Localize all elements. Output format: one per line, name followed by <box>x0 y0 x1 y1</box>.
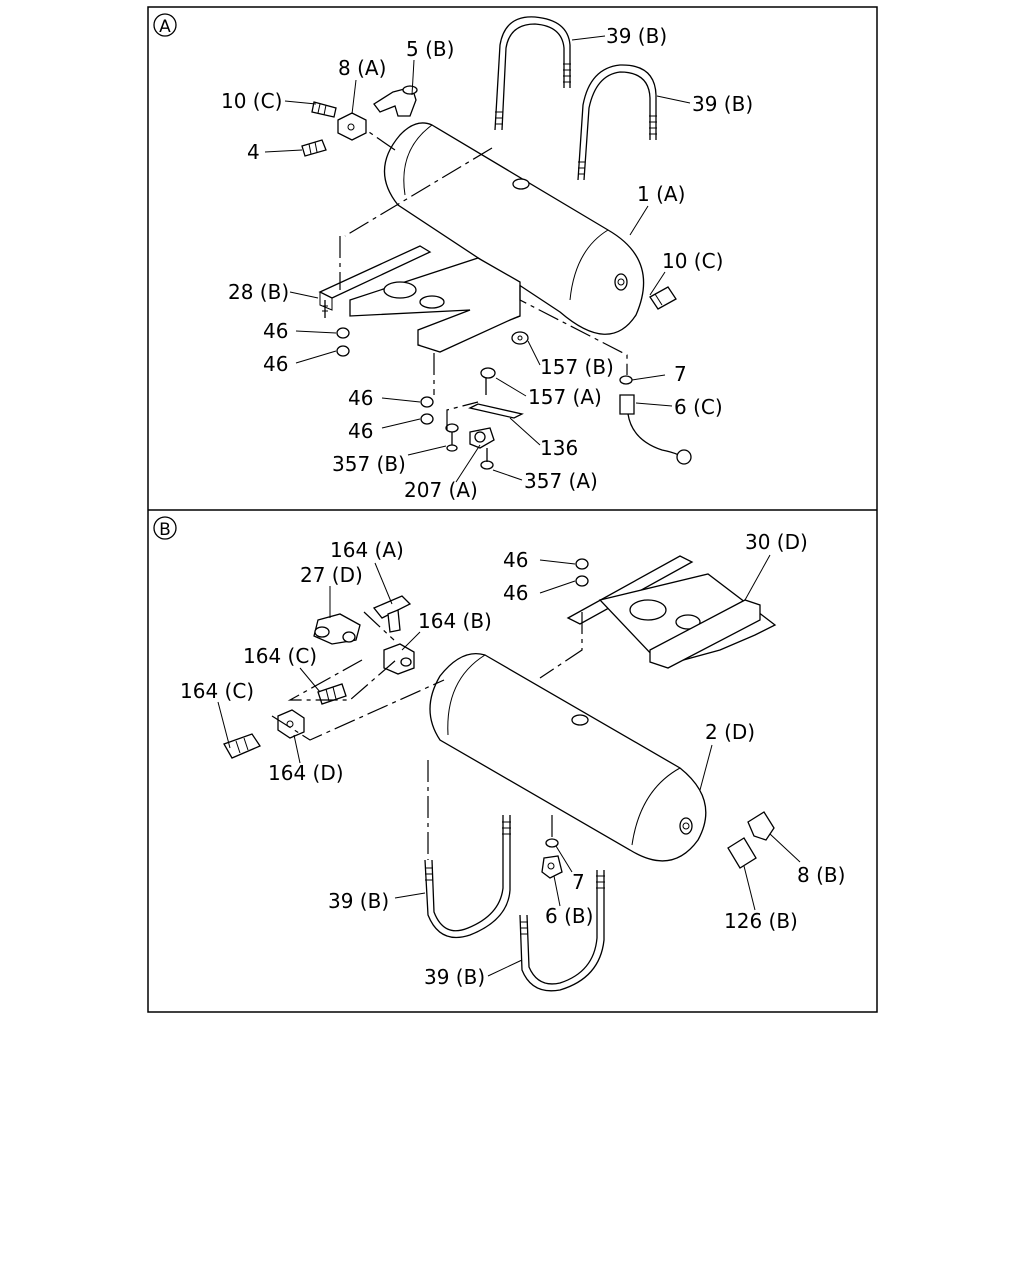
nut-46-a4 <box>420 413 434 425</box>
nut-46-a2 <box>336 345 350 357</box>
callout-2d: 2 (D) <box>705 720 755 744</box>
clamp-207a <box>469 427 495 449</box>
nipple-164c-lower <box>223 733 261 759</box>
callout-136: 136 <box>540 436 578 460</box>
callout-357b: 357 (B) <box>332 452 406 476</box>
callout-46-b2: 46 <box>503 581 528 605</box>
elbow-fitting-8b <box>747 811 775 841</box>
drain-valve-6c <box>619 394 692 465</box>
bolt-157b <box>511 331 529 345</box>
callout-39b-lower: 39 (B) <box>692 92 753 116</box>
callout-157b: 157 (B) <box>540 355 614 379</box>
tee-fitting-164a <box>372 595 412 633</box>
nipple-164c-upper <box>317 683 347 705</box>
block-fitting-164b <box>383 643 415 675</box>
bracket-30d <box>566 555 777 669</box>
panel-b: B <box>153 516 845 992</box>
callout-164c-upper: 164 (C) <box>243 644 317 668</box>
u-bolt-39b-lower <box>577 64 657 181</box>
bracket-28b <box>318 245 521 353</box>
callout-5b: 5 (B) <box>406 37 454 61</box>
callout-164c-lower: 164 (C) <box>180 679 254 703</box>
air-tank-1a <box>383 122 645 335</box>
elbow-fitting-5b <box>373 85 418 117</box>
screw-357b <box>445 423 459 452</box>
assembly-lines-b <box>271 611 583 860</box>
drain-valve-6b <box>541 855 563 879</box>
panel-a-marker-circle <box>153 13 177 37</box>
callout-39b-b-right: 39 (B) <box>424 965 485 989</box>
callout-leaders-b <box>217 554 801 977</box>
callout-46-b1: 46 <box>503 548 528 572</box>
callout-8b: 8 (B) <box>797 863 845 887</box>
callout-4: 4 <box>247 140 260 164</box>
callout-126b: 126 (B) <box>724 909 798 933</box>
valve-126b <box>727 837 757 869</box>
bolt-157a <box>480 367 496 395</box>
callout-7-b: 7 <box>572 870 585 894</box>
callout-46-a1: 46 <box>263 319 288 343</box>
u-bolt-39b-b-right <box>519 870 605 992</box>
washer-7-b <box>545 838 559 848</box>
callout-10c-upper: 10 (C) <box>221 89 282 113</box>
nut-46-b2 <box>575 575 589 587</box>
air-tank-2d <box>429 653 707 862</box>
nut-46-b1 <box>575 558 589 570</box>
u-bolt-39b-upper <box>494 16 571 131</box>
plug-10c-upper <box>311 101 337 118</box>
screw-357a <box>480 448 494 470</box>
callout-207a: 207 (A) <box>404 478 478 502</box>
callout-164b: 164 (B) <box>418 609 492 633</box>
tee-fitting-8a <box>337 112 367 141</box>
nut-46-a1 <box>336 327 350 339</box>
panel-a: A <box>153 13 753 502</box>
callout-46-a2: 46 <box>263 352 288 376</box>
callout-46-a3: 46 <box>348 386 373 410</box>
block-fitting-164d <box>277 709 305 739</box>
panel-a-marker: A <box>159 17 171 37</box>
callout-39b-upper: 39 (B) <box>606 24 667 48</box>
callout-164d: 164 (D) <box>268 761 344 785</box>
callout-6c: 6 (C) <box>674 395 723 419</box>
panel-b-marker-circle <box>153 516 177 540</box>
union-fitting-27d <box>313 613 361 645</box>
nut-46-a3 <box>420 396 434 408</box>
washer-7-a <box>619 375 633 385</box>
callout-39b-b-left: 39 (B) <box>328 889 389 913</box>
assembly-lines-a <box>339 129 628 430</box>
callout-10c-right: 10 (C) <box>662 249 723 273</box>
callout-46-a4: 46 <box>348 419 373 443</box>
callout-8a: 8 (A) <box>338 56 386 80</box>
callout-1a: 1 (A) <box>637 182 685 206</box>
plug-10c-right <box>649 286 677 310</box>
nipple-4 <box>301 139 327 157</box>
callout-157a: 157 (A) <box>528 385 602 409</box>
callout-164a: 164 (A) <box>330 538 404 562</box>
u-bolt-39b-b-left <box>424 815 511 939</box>
callout-357a: 357 (A) <box>524 469 598 493</box>
callout-30d: 30 (D) <box>745 530 808 554</box>
callout-27d: 27 (D) <box>300 563 363 587</box>
callout-6b: 6 (B) <box>545 904 593 928</box>
callout-28b: 28 (B) <box>228 280 289 304</box>
panel-b-marker: B <box>159 520 171 540</box>
callout-7-a: 7 <box>674 362 687 386</box>
clip-136 <box>468 403 524 419</box>
callout-leaders-a <box>264 35 691 483</box>
